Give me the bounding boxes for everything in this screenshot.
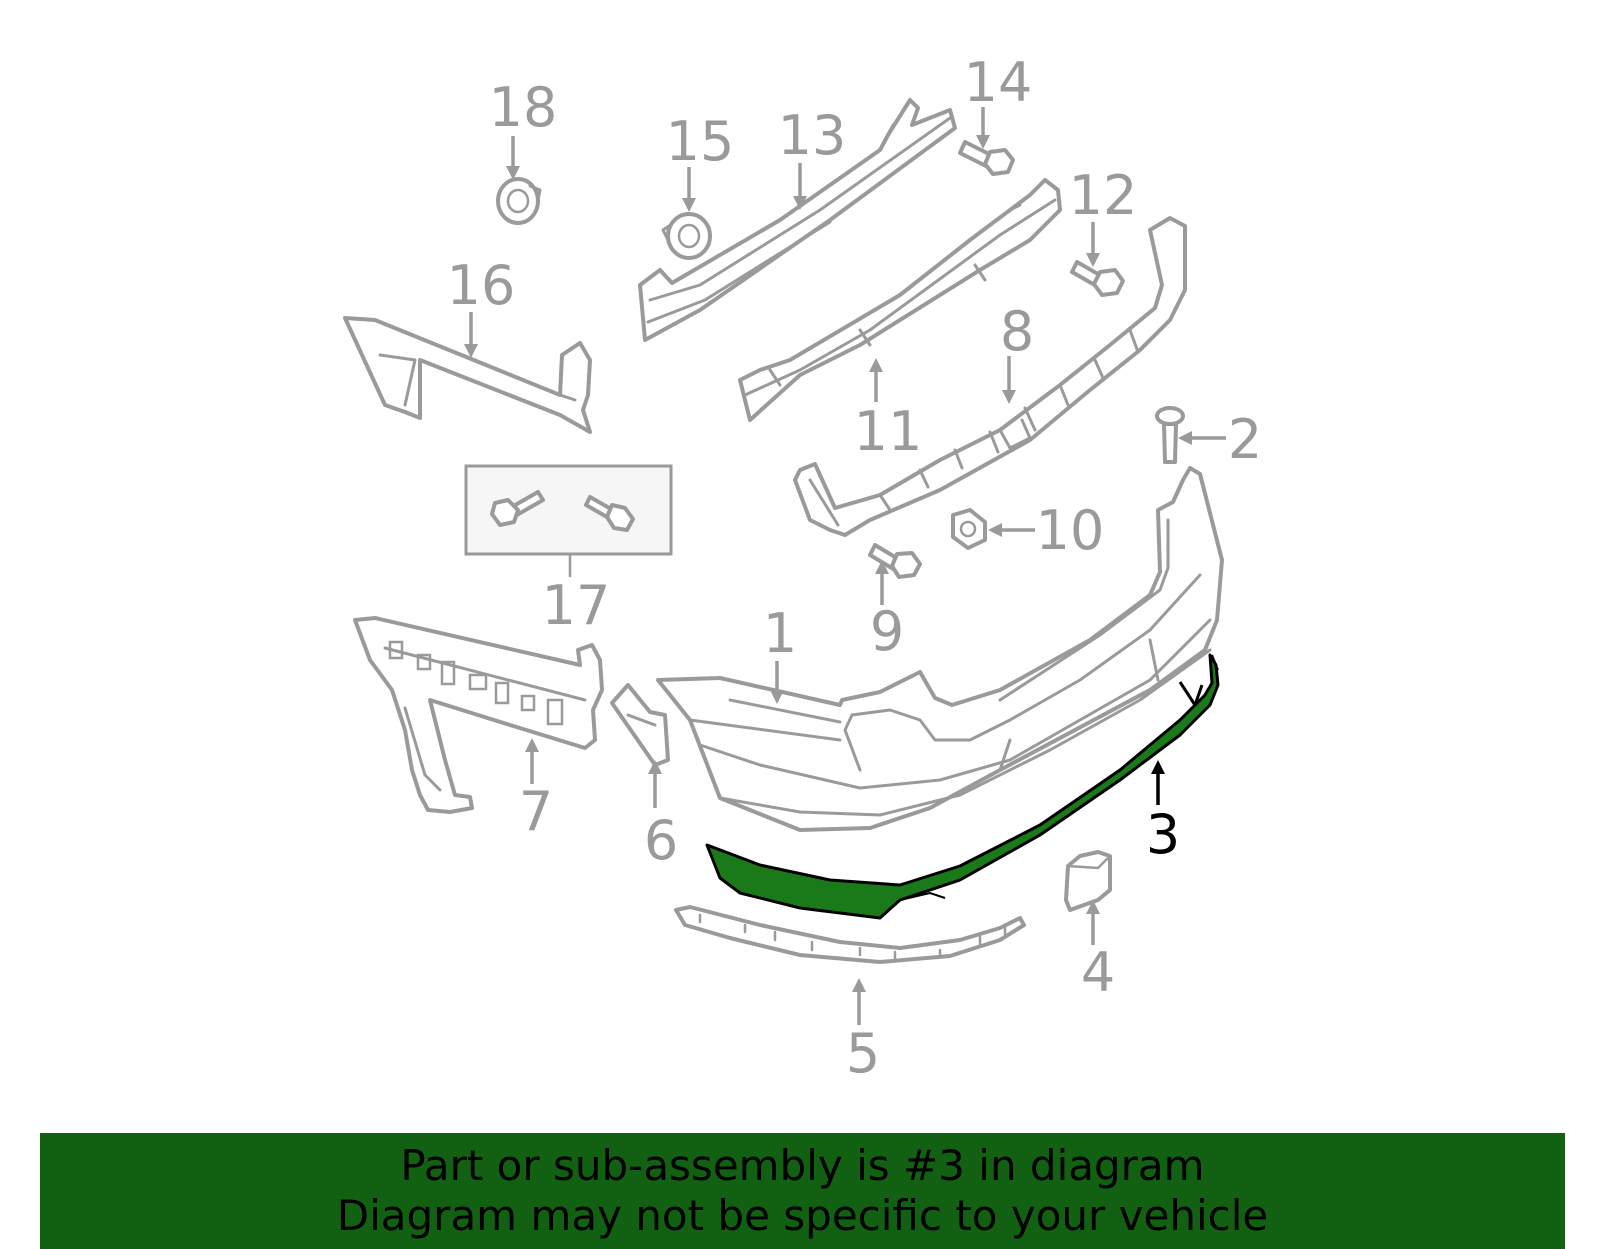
part-12-bolt [1070,260,1125,297]
callout-15: 15 [666,110,735,173]
callout-6: 6 [644,809,678,872]
callout-13: 13 [778,104,847,167]
callout-2: 2 [1228,408,1262,471]
callout-4: 4 [1081,941,1115,1004]
part-5-molding [674,905,1026,964]
part-4-clip [1064,850,1112,912]
parts-diagram: 18 15 13 14 12 16 8 11 2 10 17 9 1 7 6 3… [343,51,1262,1085]
part-3-lower-valance [705,653,1220,920]
info-banner: Part or sub-assembly is #3 in diagram Di… [40,1133,1565,1249]
part-13-reinforcement [638,98,957,342]
part-16-bracket [343,316,592,434]
callout-16: 16 [447,254,516,317]
part-9-bolt [868,543,922,579]
callout-12: 12 [1069,164,1138,227]
callout-8: 8 [1000,300,1034,363]
callout-3: 3 [1146,803,1180,866]
part-7-bracket [353,616,604,814]
callout-arrows [464,107,1226,1025]
banner-line-2: Diagram may not be specific to your vehi… [336,1191,1269,1240]
callout-11: 11 [854,400,923,463]
part-15-clip [661,212,712,260]
part-18-clip [496,177,542,225]
callout-10: 10 [1036,499,1105,562]
callout-18: 18 [489,76,558,139]
part-11-absorber [738,178,1062,422]
callout-1: 1 [763,602,797,665]
part-17-bolt-kit [464,464,673,578]
part-1-bumper-cover [656,466,1224,832]
callout-5: 5 [846,1022,880,1085]
callout-14: 14 [964,51,1033,114]
part-14-bolt [958,140,1015,176]
callout-17: 17 [542,574,611,637]
part-2-pin [1155,406,1185,464]
part-10-nut [951,508,987,550]
callout-arrow-3 [1151,760,1165,805]
part-8-rail [793,216,1187,537]
banner-line-1: Part or sub-assembly is #3 in diagram [400,1141,1205,1190]
callout-9: 9 [870,600,904,663]
part-6-bracket [610,683,670,767]
callout-7: 7 [519,780,553,843]
